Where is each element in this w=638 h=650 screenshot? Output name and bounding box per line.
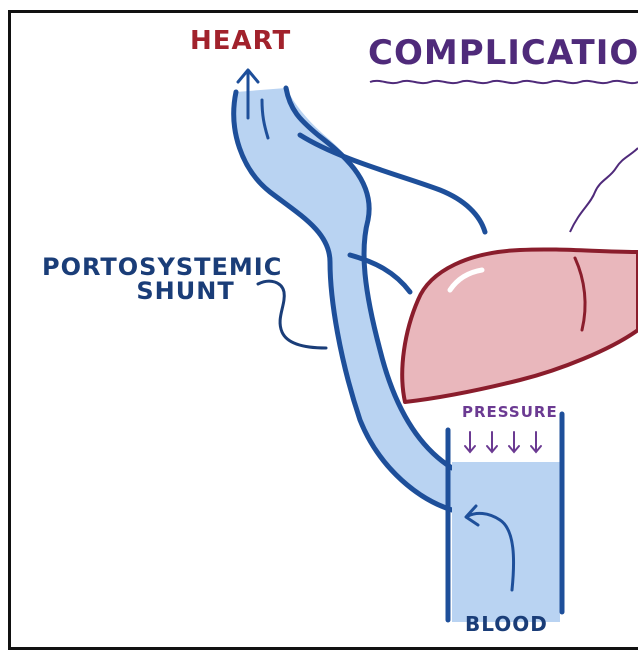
connector-squiggle [570,148,638,232]
liver-shape [402,249,638,402]
heart-label: HEART [190,28,291,54]
portosystemic-shunt-label: PORTOSYSTEMIC SHUNT [42,255,282,303]
blood-label: BLOOD [465,614,548,634]
portal-vein-fill [452,462,560,622]
title-underline [370,81,638,83]
pressure-arrows-icon [465,432,541,452]
pressure-label: PRESSURE [462,405,558,420]
complication-title: COMPLICATION [368,36,638,70]
